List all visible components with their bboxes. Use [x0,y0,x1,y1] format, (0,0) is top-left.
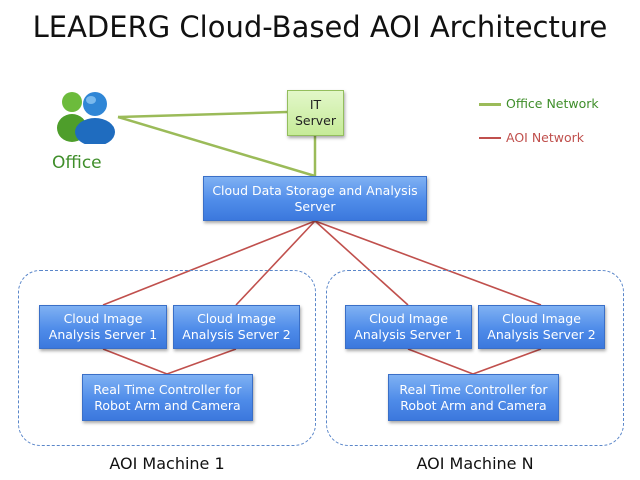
office-to-cloud-server-line [117,115,316,178]
cloud-to-m1-server2-line [235,220,316,306]
aoi-machine-n-group [326,270,624,446]
m1-server2-to-controller-line [166,348,237,375]
cloud-data-storage-server-node: Cloud Data Storage and Analysis Server [203,176,427,221]
users-icon [57,92,115,144]
it-server-label: IT Server [295,97,336,128]
m1-server2-label: Cloud Image Analysis Server 2 [182,311,291,342]
m1-cloud-image-analysis-server-2: Cloud Image Analysis Server 2 [173,305,300,349]
aoi-machine-1-group [18,270,316,446]
mn-server1-label: Cloud Image Analysis Server 1 [354,311,463,342]
diagram-title: LEADERG Cloud-Based AOI Architecture [32,10,608,44]
m1-server1-to-controller-line [102,348,168,375]
aoi-machine-n-caption: AOI Machine N [416,454,534,473]
legend-aoi-network-label: AOI Network [506,130,585,145]
mn-server1-to-controller-line [407,348,474,375]
mn-server2-to-controller-line [472,348,542,375]
m1-real-time-controller: Real Time Controller for Robot Arm and C… [82,374,253,421]
mn-cloud-image-analysis-server-1: Cloud Image Analysis Server 1 [345,305,472,349]
mn-server2-label: Cloud Image Analysis Server 2 [487,311,596,342]
cloud-to-m1-server1-line [102,220,316,306]
cloud-to-mn-server2-line [314,220,542,306]
office-label: Office [52,153,102,173]
office-to-it-server-line [117,110,288,119]
aoi-machine-1-caption: AOI Machine 1 [109,454,225,473]
m1-cloud-image-analysis-server-1: Cloud Image Analysis Server 1 [39,305,167,349]
it-server-node: IT Server [287,90,344,136]
legend-aoi-network-swatch [479,137,501,139]
legend-office-network-label: Office Network [506,96,599,111]
mn-controller-label: Real Time Controller for Robot Arm and C… [399,381,548,413]
mn-real-time-controller: Real Time Controller for Robot Arm and C… [388,374,559,421]
cloud-server-label: Cloud Data Storage and Analysis Server [212,182,418,214]
m1-controller-label: Real Time Controller for Robot Arm and C… [93,381,242,413]
m1-server1-label: Cloud Image Analysis Server 1 [48,311,158,342]
mn-cloud-image-analysis-server-2: Cloud Image Analysis Server 2 [478,305,605,349]
cloud-to-mn-server1-line [314,220,409,306]
legend-office-network-swatch [479,103,501,106]
